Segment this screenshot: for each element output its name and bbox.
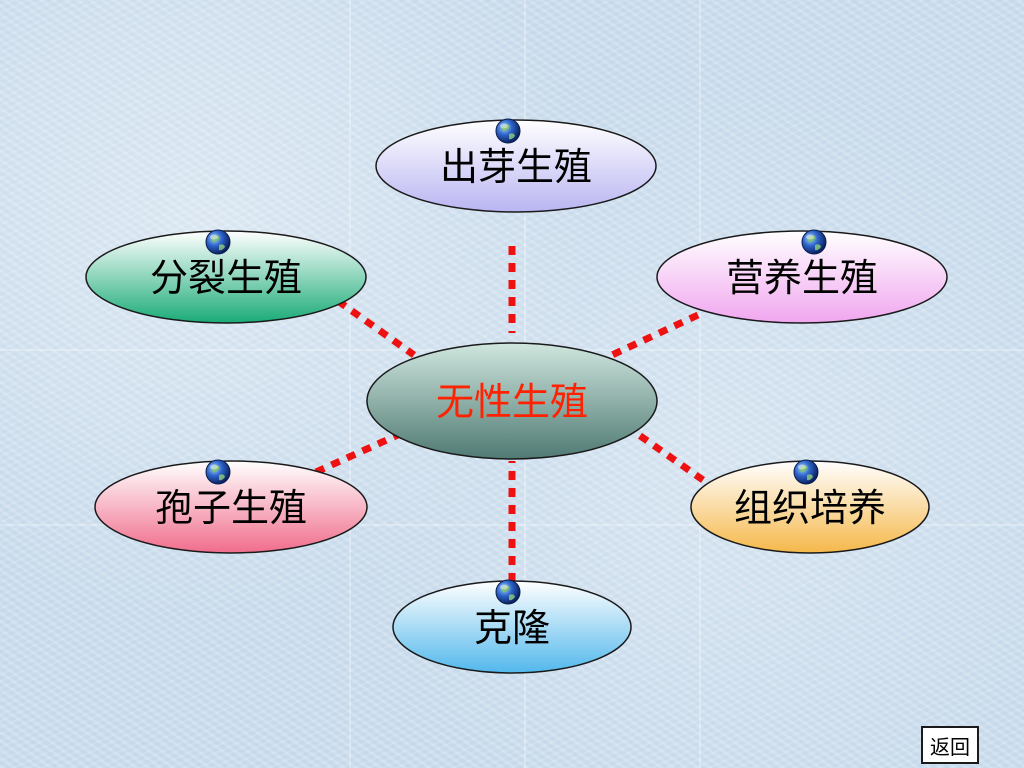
globe-icon <box>793 459 819 485</box>
node-spore: 孢子生殖 <box>94 459 368 554</box>
node-vegetative-label: 营养生殖 <box>726 256 878 300</box>
node-spore-shape <box>94 460 368 554</box>
connector-vegetative <box>610 311 700 359</box>
node-fission-shape <box>85 230 367 324</box>
node-fission: 分裂生殖 <box>85 229 367 324</box>
node-tissue-culture: 组织培养 <box>690 459 930 554</box>
globe-icon <box>801 229 827 255</box>
globe-icon <box>495 579 521 605</box>
node-cloning-label: 克隆 <box>474 606 550 650</box>
node-vegetative-shape <box>656 230 948 324</box>
globe-icon <box>205 229 231 255</box>
node-fission-label: 分裂生殖 <box>150 256 302 300</box>
center-node-label: 无性生殖 <box>436 380 588 424</box>
connector-lines <box>314 246 706 582</box>
center-node: 无性生殖 <box>366 342 658 460</box>
globe-icon <box>205 459 231 485</box>
connector-tissue-culture <box>626 425 706 483</box>
node-budding: 出芽生殖 <box>375 118 657 213</box>
node-vegetative: 营养生殖 <box>656 229 948 324</box>
node-spore-label: 孢子生殖 <box>155 486 307 530</box>
return-button[interactable]: 返回 <box>921 726 979 764</box>
connector-spore <box>314 430 402 476</box>
node-tissue-culture-label: 组织培养 <box>734 486 886 530</box>
node-cloning: 克隆 <box>392 579 632 674</box>
node-budding-label: 出芽生殖 <box>440 145 592 189</box>
connector-fission <box>335 298 417 358</box>
center-node-shape <box>366 342 658 460</box>
node-budding-shape <box>375 119 657 213</box>
globe-icon <box>495 118 521 144</box>
